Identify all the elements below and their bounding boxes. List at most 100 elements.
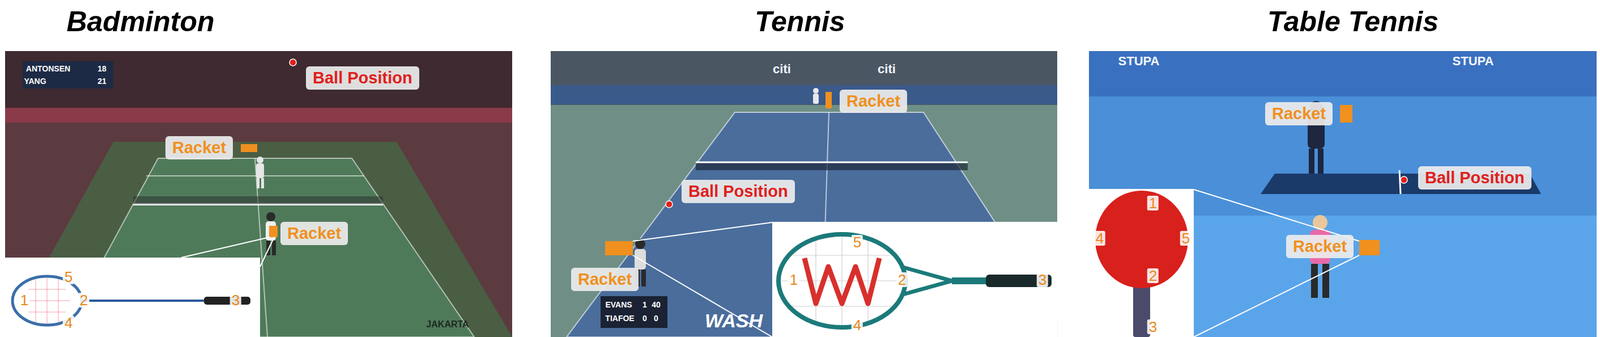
panel-title: Badminton <box>66 5 215 38</box>
illustration-part <box>5 257 261 337</box>
illustration-part <box>181 236 270 258</box>
illustration-part <box>5 50 513 337</box>
callout-number: 4 <box>62 315 75 330</box>
illustration-part <box>203 296 251 305</box>
annotation-box: Racket <box>571 267 639 291</box>
callout-number: 5 <box>62 269 75 284</box>
illustration-part <box>5 50 513 114</box>
scoreboard-text: ANTONSEN <box>26 64 71 74</box>
illustration-part <box>1359 239 1380 255</box>
callout-number: 4 <box>1094 230 1106 246</box>
illustration-part <box>641 269 646 287</box>
illustration-part <box>266 211 276 221</box>
illustration-part <box>825 91 832 109</box>
illustration-part <box>269 225 278 237</box>
illustration-part <box>57 278 59 322</box>
annotation-text: Racket <box>172 138 227 157</box>
annotation-box: Racket <box>1286 234 1354 258</box>
illustration-part <box>81 299 204 302</box>
illustration-part <box>772 221 1058 337</box>
illustration-part <box>695 162 968 170</box>
illustration-part <box>695 161 968 164</box>
illustration-part <box>550 84 1058 105</box>
illustration-part <box>5 141 513 337</box>
illustration-part <box>1088 188 1194 337</box>
annotation-box: Ball Position <box>681 179 795 203</box>
annotation-box: Racket <box>839 89 908 113</box>
callout-number: 2 <box>1147 267 1159 283</box>
annotation-text: Racket <box>577 269 632 288</box>
illustration-part <box>22 61 114 89</box>
annotation-text: Racket <box>1271 104 1326 123</box>
scoreboard-text: 1 <box>642 299 648 309</box>
tennis-scene <box>550 50 1058 337</box>
illustration-part <box>46 276 48 325</box>
illustration-part <box>550 50 1058 337</box>
illustration-part <box>1399 169 1401 194</box>
annotation-text: Ball Position <box>688 181 789 200</box>
illustration-part <box>813 87 819 94</box>
illustration-part <box>256 177 260 189</box>
callout-number: 3 <box>1147 318 1159 334</box>
illustration-part <box>1193 254 1360 337</box>
callout-number: 1 <box>1147 195 1159 211</box>
illustration-part <box>951 277 987 284</box>
illustration-part <box>5 107 513 123</box>
illustration-part <box>260 236 275 267</box>
illustration-part <box>900 266 952 295</box>
annotation-text: Ball Position <box>1424 168 1525 187</box>
illustration-part <box>815 237 816 323</box>
annotation-box: Ball Position <box>305 66 420 90</box>
annotation-box: Racket <box>165 135 233 160</box>
illustration-part <box>813 93 819 104</box>
illustration-part <box>778 233 906 327</box>
scoreboard-text: 0 <box>642 313 648 323</box>
illustration-part <box>600 295 668 328</box>
illustration-part <box>289 58 297 66</box>
illustration-part <box>271 240 276 255</box>
illustration-part <box>1193 189 1360 241</box>
illustration-part <box>804 257 880 304</box>
scoreboard-text: 0 <box>653 313 659 323</box>
illustration-part <box>566 112 1058 337</box>
banner-text: WASH <box>704 309 763 332</box>
annotation-text: Racket <box>1292 236 1347 255</box>
table-tennis-scene <box>1088 50 1597 337</box>
scoreboard-text: 21 <box>97 76 107 86</box>
illustration-part <box>867 237 868 323</box>
annotation-box: Racket <box>280 221 348 245</box>
callout-number: 1 <box>18 292 31 308</box>
illustration-part <box>1088 50 1597 337</box>
illustration-part <box>841 234 842 327</box>
illustration-part <box>256 156 264 164</box>
callout-number: 2 <box>896 271 908 287</box>
illustration-part <box>550 50 1058 105</box>
banner-text: STUPA <box>1452 53 1495 69</box>
illustration-part <box>1088 50 1597 97</box>
annotation-text: Racket <box>287 223 342 242</box>
scoreboard-text: 40 <box>651 299 661 309</box>
illustration-part <box>566 112 1058 337</box>
illustration-part <box>1308 148 1315 174</box>
illustration-part <box>632 254 773 337</box>
scoreboard-text: TIAFOE <box>605 313 634 323</box>
illustration-part <box>1311 263 1318 298</box>
illustration-part <box>35 278 37 322</box>
illustration-part <box>1317 148 1324 174</box>
illustration-part <box>566 112 1058 337</box>
scoreboard-text: 18 <box>97 64 107 74</box>
illustration-part <box>133 196 384 204</box>
annotation-text: Ball Position <box>312 68 413 87</box>
callout-number: 5 <box>1180 230 1192 246</box>
panel-title: Tennis <box>754 5 845 38</box>
illustration-part <box>665 200 673 208</box>
illustration-part <box>632 222 773 241</box>
callout-number: 5 <box>851 234 863 250</box>
callout-number: 4 <box>851 317 863 333</box>
illustration-part <box>1400 176 1408 184</box>
illustration-part <box>256 156 265 189</box>
callout-number: 3 <box>230 292 242 308</box>
annotation-box: Ball Position <box>1418 166 1532 190</box>
